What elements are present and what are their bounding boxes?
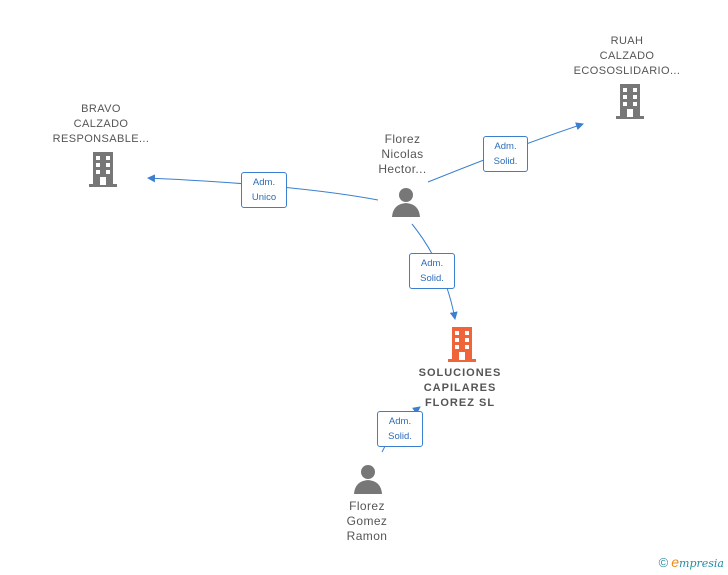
edge-label-adm-unico[interactable]: Adm. Unico <box>241 172 287 208</box>
person-label-florez-nicolas[interactable]: Florez Nicolas Hector... <box>378 132 427 176</box>
edge-label-adm-solid-ruah[interactable]: Adm. Solid. <box>483 136 528 172</box>
building-icon[interactable] <box>87 152 119 187</box>
company-label-bravo[interactable]: BRAVO CALZADO RESPONSABLE... <box>52 103 150 145</box>
company-label-soluciones[interactable]: SOLUCIONES CAPILARES FLOREZ SL <box>418 367 502 409</box>
copyright-icon: © <box>658 555 669 570</box>
edge-label-adm-solid-soluciones[interactable]: Adm. Solid. <box>409 253 455 289</box>
company-label-ruah[interactable]: RUAH CALZADO ECOSOSLIDARIO... <box>573 35 681 77</box>
edge-label-adm-solid-gomez[interactable]: Adm. Solid. <box>377 411 423 447</box>
brand-logo-text: mpresia <box>679 557 724 570</box>
brand-footer[interactable]: ©empresia <box>659 554 724 570</box>
building-icon[interactable] <box>614 84 646 119</box>
building-icon[interactable] <box>446 327 478 362</box>
person-icon[interactable] <box>391 187 421 217</box>
person-label-florez-gomez[interactable]: Florez Gomez Ramon <box>346 499 388 543</box>
person-icon[interactable] <box>353 464 383 494</box>
brand-logo-initial: e <box>671 554 680 570</box>
